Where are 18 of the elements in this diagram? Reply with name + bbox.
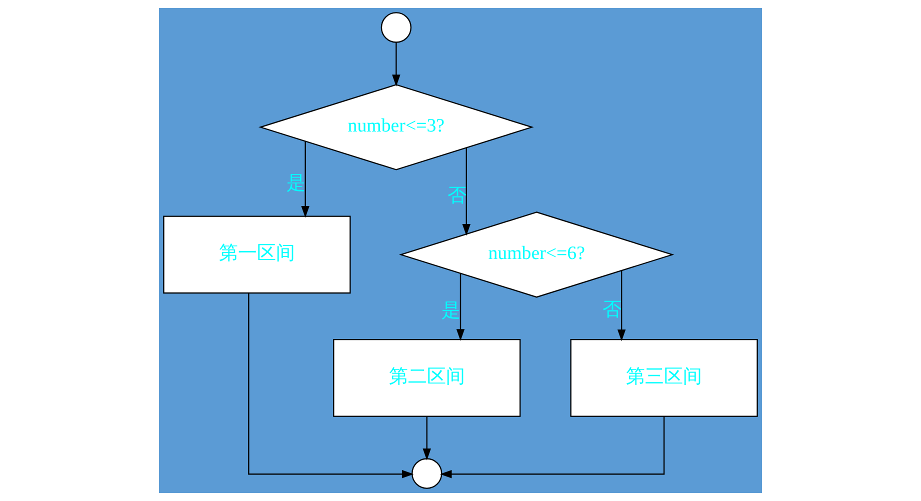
node-circle: [412, 458, 442, 489]
node-box: 第一区间: [163, 216, 351, 294]
arrow: [392, 42, 400, 86]
arrow: [617, 270, 626, 342]
arrow: [248, 293, 414, 478]
node-box: 第三区间: [570, 339, 758, 417]
node-box: 第二区间: [333, 339, 521, 417]
arrow: [422, 416, 431, 460]
arrow: [462, 148, 471, 236]
arrow: [301, 141, 310, 218]
edge-label: 否: [602, 300, 622, 321]
node-circle: [380, 12, 412, 43]
arrow: [440, 416, 665, 478]
arrow: [456, 273, 465, 341]
edge-label: 是: [442, 300, 461, 322]
node-diamond: number<=3?: [258, 84, 534, 170]
node-diamond: number<=6?: [398, 212, 674, 298]
edge-label: 是: [286, 173, 306, 194]
